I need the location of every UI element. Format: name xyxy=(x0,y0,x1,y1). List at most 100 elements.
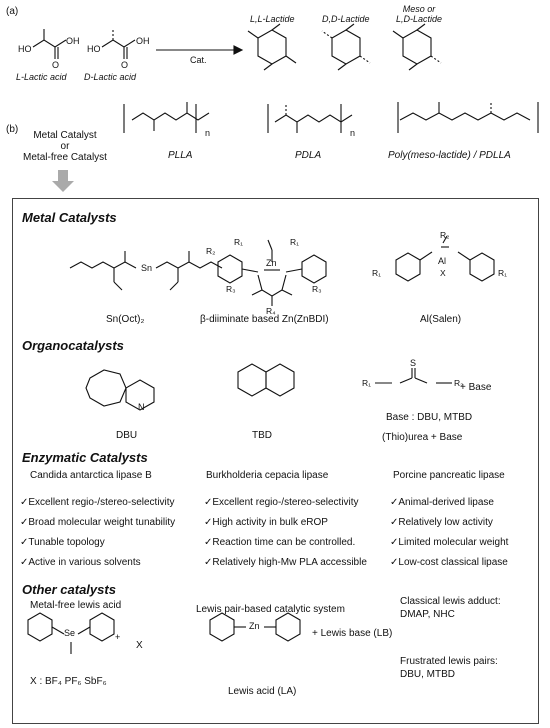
ll-lactide-structure xyxy=(247,23,297,71)
enzyme-col3-name: Porcine pancreatic lipase xyxy=(393,470,505,481)
l-lactic-oh: OH xyxy=(66,36,80,46)
sn-oct-structure xyxy=(69,251,223,291)
plla-structure xyxy=(123,102,210,133)
organocatalysts-title: Organocatalysts xyxy=(22,338,124,353)
classical-title: Classical lewis adduct: xyxy=(400,596,501,607)
catalyst-options: Metal Catalyst or Metal-free Catalyst xyxy=(0,130,130,163)
metal-free-lewis-label: Metal-free lewis acid xyxy=(30,600,122,611)
lewis-acid-label: Lewis acid (LA) xyxy=(228,686,297,697)
pdlla-label: Poly(meso-lactide) / PDLLA xyxy=(388,150,511,161)
tbd-structure xyxy=(237,363,295,397)
panel-b-label: (b) xyxy=(6,124,19,135)
znbdi-r3: R₃ xyxy=(226,284,236,294)
znbdi-r4: R₄ xyxy=(266,306,276,316)
salen-r2: R₂ xyxy=(440,230,450,240)
list-item: ✓Excellent regio-/stereo-selectivity xyxy=(204,497,359,508)
enzyme-col1-name: Candida antarctica lipase B xyxy=(30,470,152,481)
panel-a-label: (a) xyxy=(6,6,19,17)
salen-x: X xyxy=(440,268,446,278)
al-salen-label: Al(Salen) xyxy=(420,314,462,325)
frustrated-title: Frustrated lewis pairs: xyxy=(400,656,498,667)
dbu-label: DBU xyxy=(116,430,138,441)
cat-arrow-label: Cat. xyxy=(190,55,207,65)
list-item: ✓Animal-derived lipase xyxy=(390,497,494,508)
classical-items: DMAP, NHC xyxy=(400,609,455,620)
pdla-label: PDLA xyxy=(295,150,322,161)
metal-catalyst-text: Metal Catalyst xyxy=(33,130,97,141)
thiourea-s: S xyxy=(410,358,417,368)
pdlla-structure xyxy=(397,102,539,133)
plus-base: + Base xyxy=(460,382,492,393)
znbdi-r1: R₁ xyxy=(234,237,244,247)
enzyme-col1-list: ✓Excellent regio-/stereo-selectivity ✓Br… xyxy=(20,493,175,573)
enzyme-col2-name: Burkholderia cepacia lipase xyxy=(206,470,329,481)
zn-lewis-acid: Zn xyxy=(249,621,260,631)
d-lactic-acid-label: D-Lactic acid xyxy=(84,72,137,82)
list-item: ✓Reaction time can be controlled. xyxy=(204,537,356,548)
x-minus: X xyxy=(136,640,143,651)
list-item: ✓High activity in bulk eROP xyxy=(204,517,328,528)
thiourea-structure xyxy=(375,368,452,384)
list-item: ✓Active in various solvents xyxy=(20,557,141,568)
list-item: ✓Low-cost classical lipase xyxy=(390,557,508,568)
sn-oct-label: Sn(Oct)₂ xyxy=(106,314,145,325)
enzyme-col2-list: ✓Excellent regio-/stereo-selectivity ✓Hi… xyxy=(204,493,367,573)
base-line: Base : DBU, MTBD xyxy=(386,412,473,423)
salen-r1b: R₁ xyxy=(498,268,508,278)
l-lactic-o: O xyxy=(52,60,60,70)
or-text: or xyxy=(60,141,70,152)
dbu-structure xyxy=(85,369,155,411)
plla-n: n xyxy=(205,128,211,138)
znbdi-r1b: R₁ xyxy=(290,237,300,247)
zn-c6f5-structure xyxy=(209,612,301,642)
dd-lactide-structure xyxy=(321,23,371,71)
list-item: ✓Tunable topology xyxy=(20,537,105,548)
znbdi-label: β-diiminate based Zn(ZnBDI) xyxy=(200,314,329,325)
zn-atom: Zn xyxy=(266,258,277,268)
se-atom: Se xyxy=(64,628,76,638)
list-item: ✓Relatively low activity xyxy=(390,517,493,528)
pdla-structure xyxy=(267,104,353,133)
list-item: ✓Relatively high-Mw PLA accessible xyxy=(204,557,367,568)
enzyme-col3-list: ✓Animal-derived lipase ✓Relatively low a… xyxy=(390,493,508,573)
lewis-pair-label: Lewis pair-based catalytic system xyxy=(196,604,345,615)
se-plus: + xyxy=(115,632,121,642)
sn-atom: Sn xyxy=(141,263,153,273)
metal-catalysts-title: Metal Catalysts xyxy=(22,210,117,225)
d-lactic-acid-structure xyxy=(101,29,136,59)
tbd-label: TBD xyxy=(252,430,272,441)
znbdi-r2: R₂ xyxy=(206,246,216,256)
znbdi-r3b: R₃ xyxy=(312,284,322,294)
dd-lactide-label: D,D-Lactide xyxy=(322,14,370,24)
l-lactic-acid-label: L-Lactic acid xyxy=(16,72,67,82)
thiourea-label: (Thio)urea + Base xyxy=(382,432,463,443)
enzymatic-title: Enzymatic Catalysts xyxy=(22,450,148,465)
al-atom: Al xyxy=(438,256,447,266)
plla-label: PLLA xyxy=(168,150,193,161)
d-lactic-oh: OH xyxy=(136,36,150,46)
x-anions-label: X : BF₄ PF₆ SbF₆ xyxy=(30,676,107,687)
pdla-n: n xyxy=(350,128,356,138)
catalyst-box xyxy=(12,198,539,724)
ll-lactide-label: L,L-Lactide xyxy=(250,14,295,24)
l-lactic-ho: HO xyxy=(18,44,32,54)
metal-free-text: Metal-free Catalyst xyxy=(23,152,107,163)
l-lactic-acid-structure xyxy=(32,29,67,59)
se-salt-structure xyxy=(27,612,115,654)
d-lactic-ho: HO xyxy=(87,44,101,54)
thiourea-r2: R₂ xyxy=(454,378,464,388)
frustrated-items: DBU, MTBD xyxy=(400,669,455,680)
al-salen-structure xyxy=(395,235,495,282)
d-lactic-o: O xyxy=(121,60,129,70)
meso-label-line2: L,D-Lactide xyxy=(395,14,443,24)
dbu-n: N xyxy=(138,402,145,412)
salen-r1: R₁ xyxy=(372,268,382,278)
reaction-arrow-a xyxy=(156,45,244,55)
thiourea-r1: R₁ xyxy=(362,378,372,388)
list-item: ✓Limited molecular weight xyxy=(390,537,509,548)
meso-lactide-structure xyxy=(392,23,442,71)
znbdi-structure xyxy=(217,239,327,306)
list-item: ✓Excellent regio-/stereo-selectivity xyxy=(20,497,175,508)
down-arrow xyxy=(52,170,74,192)
